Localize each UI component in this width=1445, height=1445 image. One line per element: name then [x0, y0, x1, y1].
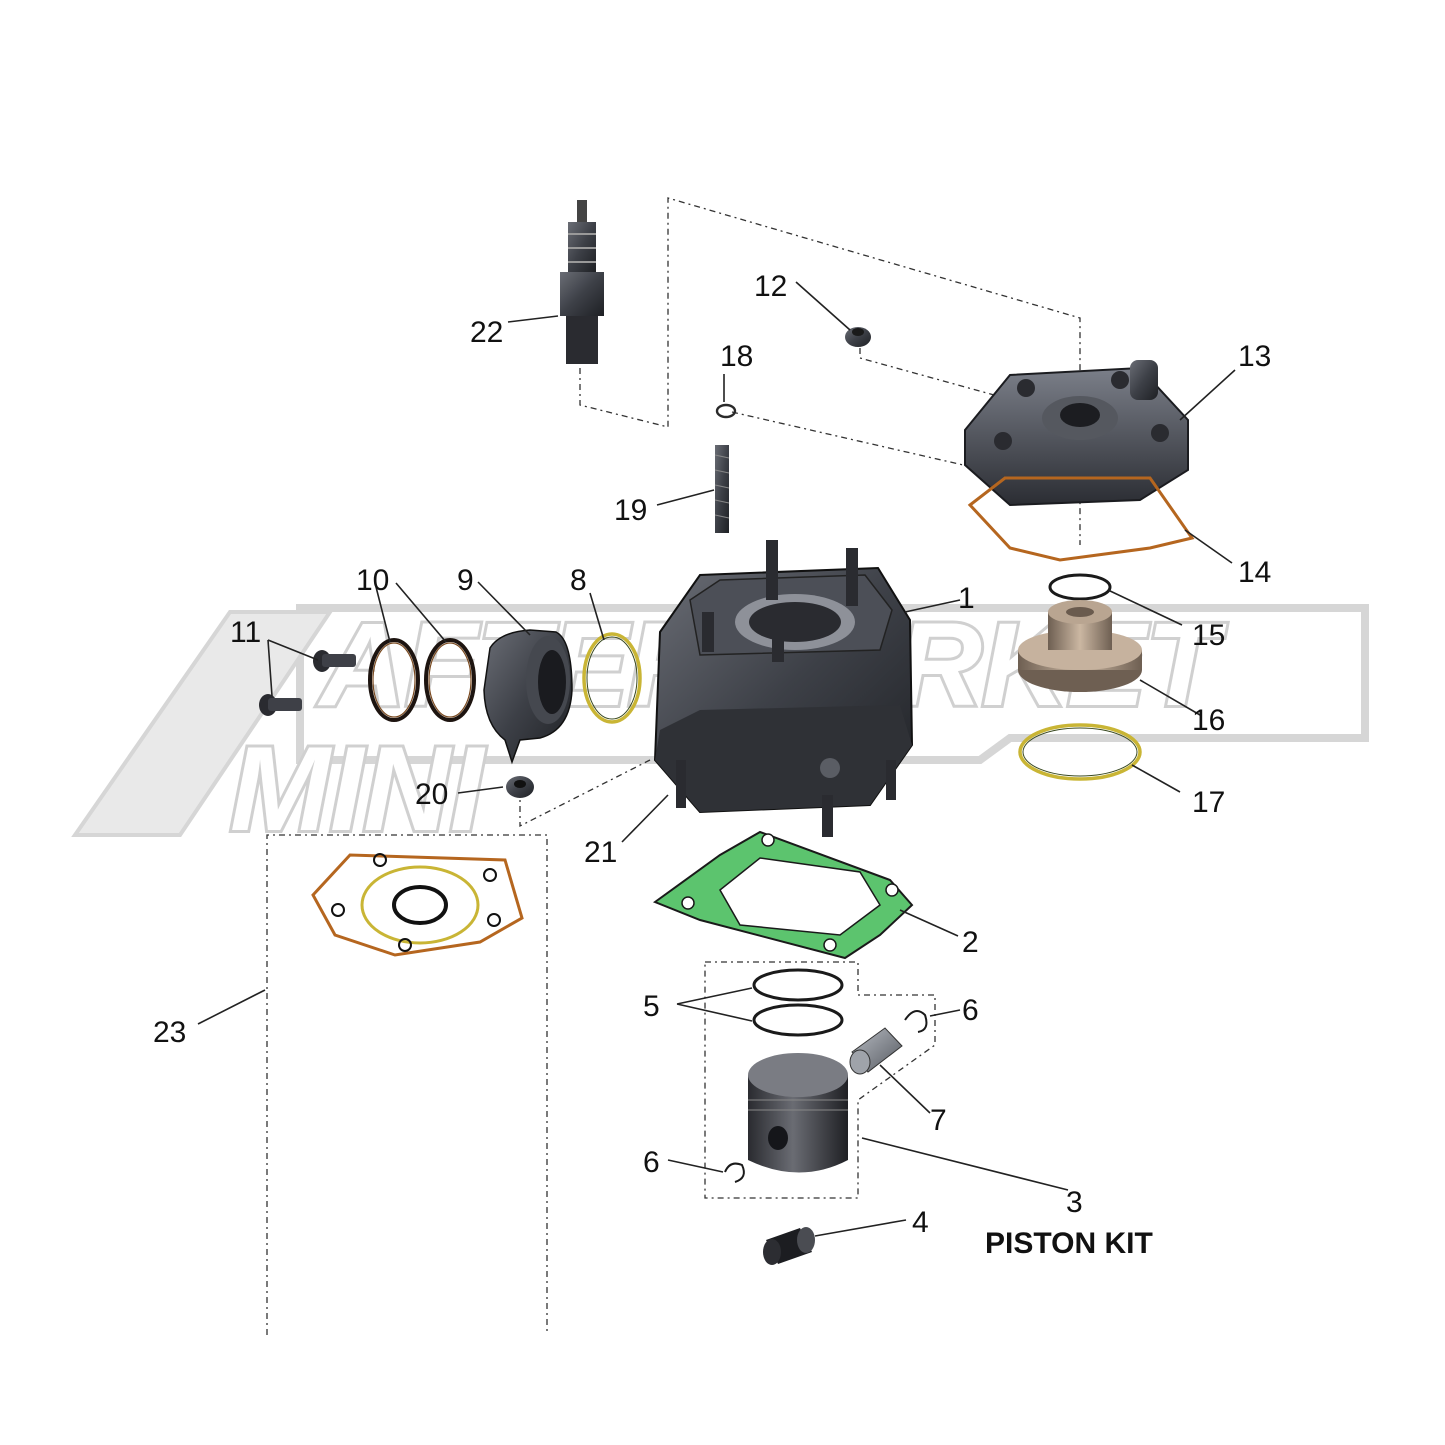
washer [715, 403, 737, 419]
nut-axis-line [859, 348, 1006, 399]
intake-o-ring [582, 632, 642, 724]
washer-axis-line [731, 411, 986, 471]
base-nut [506, 776, 534, 798]
callout-23: 23 [153, 1016, 186, 1049]
callout-21: 21 [584, 836, 617, 869]
intake-o-ring-inner-edge [586, 636, 638, 720]
head-gasket [967, 476, 1195, 562]
callout-20: 20 [415, 778, 448, 811]
watermark-line2: MINI [230, 722, 486, 856]
callout-1: 1 [958, 582, 975, 615]
piston-kit-label: PISTON KIT [985, 1227, 1153, 1260]
callout-4: 4 [912, 1206, 929, 1239]
manifold-bolts [259, 650, 356, 716]
callout-11: 11 [230, 616, 261, 649]
callout-6-upper: 6 [962, 994, 979, 1027]
spark-plug [560, 200, 604, 364]
piston-ring-upper [752, 968, 844, 1002]
piston-pin [849, 1027, 903, 1075]
callout-22: 22 [470, 316, 503, 349]
insert-o-ring [1048, 573, 1112, 601]
head-nut [845, 327, 871, 347]
manifold-o-rings [368, 638, 476, 722]
callout-17: 17 [1192, 786, 1225, 819]
spark-plug-axis-line [579, 197, 1081, 545]
callout-12: 12 [754, 270, 787, 303]
assembly-lines [519, 197, 1081, 828]
head-insert [1018, 600, 1142, 692]
callout-6-lower: 6 [643, 1146, 660, 1179]
base-nut-axis-line [519, 759, 651, 828]
callout-19: 19 [614, 494, 647, 527]
needle-bearing [763, 1227, 815, 1265]
insert-gasket-inner-edge [1022, 727, 1138, 777]
callout-3: 3 [1066, 1186, 1083, 1219]
callout-labels: 1 2 3 4 5 6 6 7 8 9 10 11 12 13 14 15 16… [153, 270, 1271, 1260]
stud [714, 445, 730, 533]
cylinder [653, 540, 914, 837]
callout-2: 2 [962, 926, 979, 959]
cylinder-head [964, 360, 1189, 507]
intake-manifold [483, 629, 573, 765]
piston-ring-lower [752, 1003, 844, 1037]
callout-16: 16 [1192, 704, 1225, 737]
piston-kit [704, 961, 936, 1199]
base-gasket [652, 830, 914, 960]
callout-15: 15 [1192, 619, 1225, 652]
callout-9: 9 [457, 564, 474, 597]
callout-7: 7 [930, 1104, 947, 1137]
leader-lines [197, 281, 1236, 1237]
callout-5: 5 [643, 990, 660, 1023]
callout-10: 10 [356, 564, 389, 597]
piston [748, 1053, 848, 1173]
circlip-lower [724, 1162, 745, 1183]
callout-13: 13 [1238, 340, 1271, 373]
callout-18: 18 [720, 340, 753, 373]
circlip-upper [904, 1010, 928, 1033]
gasket-kit [266, 834, 548, 1335]
callout-8: 8 [570, 564, 587, 597]
insert-gasket [1018, 723, 1142, 781]
callout-14: 14 [1238, 556, 1271, 589]
